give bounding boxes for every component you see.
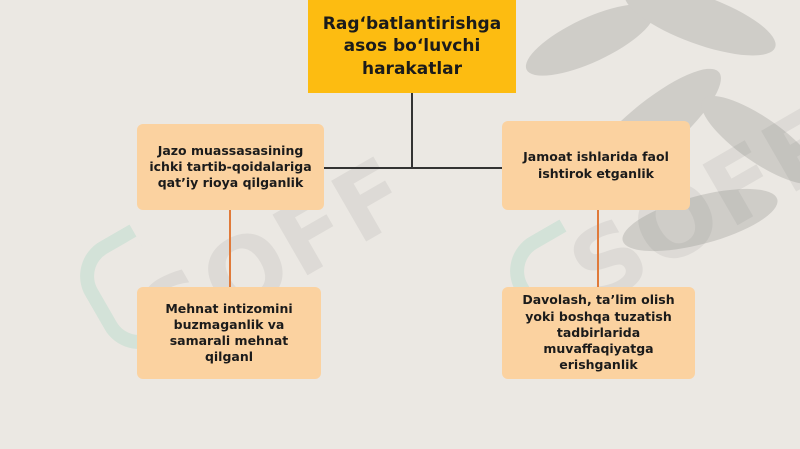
root-node-label: Rag‘batlantirishga asos bo‘luvchi haraka… xyxy=(322,14,502,79)
right-bottom-node: Davolash, ta’lim olish yoki boshqa tuzat… xyxy=(502,287,695,379)
right-bottom-node-label: Davolash, ta’lim olish yoki boshqa tuzat… xyxy=(522,292,675,373)
left-bottom-node: Mehnat intizomini buzmaganlik va samaral… xyxy=(137,287,321,379)
left-top-node: Jazo muassasasining ichki tartib-qoidala… xyxy=(137,124,324,210)
right-top-node: Jamoat ishlarida faol ishtirok etganlik xyxy=(502,121,690,210)
left-top-node-label: Jazo muassasasining ichki tartib-qoidala… xyxy=(149,142,312,191)
right-top-node-label: Jamoat ishlarida faol ishtirok etganlik xyxy=(523,149,669,181)
root-node: Rag‘batlantirishga asos bo‘luvchi haraka… xyxy=(308,0,516,93)
left-bottom-node-label: Mehnat intizomini buzmaganlik va samaral… xyxy=(165,300,293,365)
